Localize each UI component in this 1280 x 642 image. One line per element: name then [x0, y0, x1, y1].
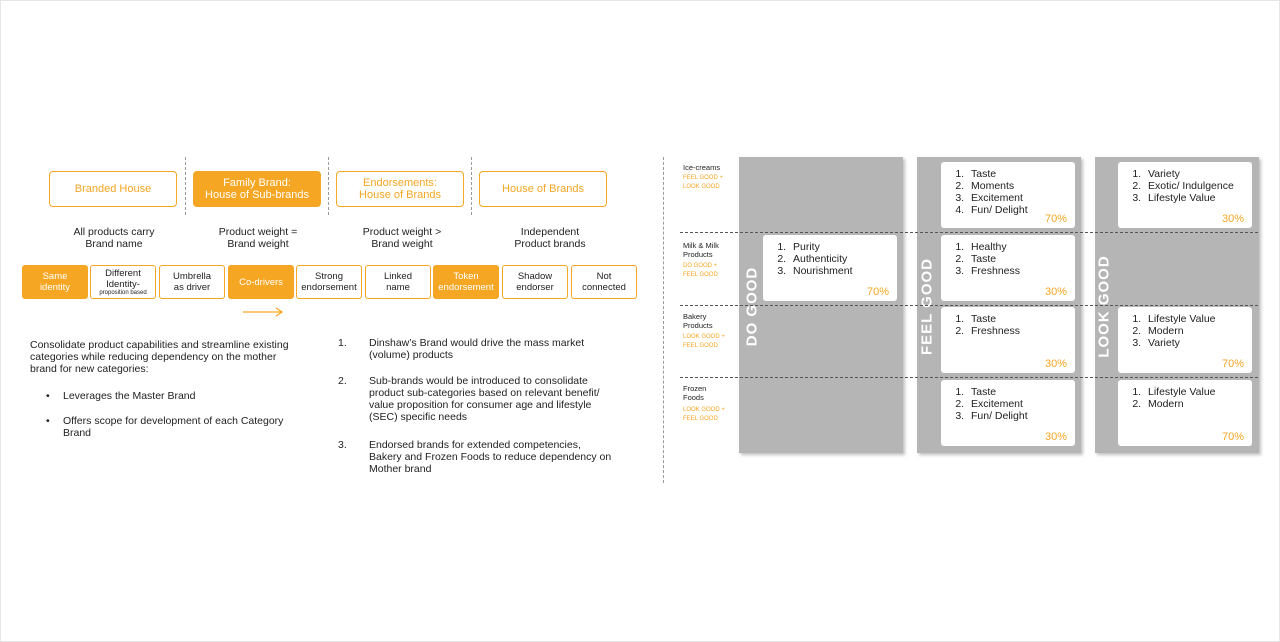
row-label-ice-creams: Ice-creams: [683, 163, 721, 172]
column-label-do-good: DO GOOD: [743, 266, 761, 347]
card-bakery-look-good: Lifestyle ValueModernVariety 70%: [1118, 307, 1252, 373]
card-bakery-feel-good: TasteFreshness 30%: [941, 307, 1075, 373]
separator-line: [185, 157, 186, 215]
percentage-label: 70%: [866, 286, 889, 298]
column-label-feel-good: FEEL GOOD: [918, 257, 936, 356]
row-benefit-bakery: LOOK GOOD +FEEL GOOD: [683, 334, 725, 349]
list-item: Endorsed brands for extended competencie…: [369, 439, 612, 475]
header-family-brand: Family Brand:House of Sub-brands: [193, 171, 321, 207]
card-milk-do-good: PurityAuthenticityNourishment 70%: [763, 235, 897, 301]
percentage-label: 30%: [1044, 358, 1067, 370]
list-item: Dinshaw’s Brand would drive the mass mar…: [369, 337, 585, 361]
arrow-right-icon: [243, 307, 284, 317]
row-divider: [680, 305, 1258, 306]
bullet-item: • Leverages the Master Brand: [46, 390, 196, 402]
row-divider: [680, 232, 1258, 233]
list-item: Sub-brands would be introduced to consol…: [369, 375, 600, 423]
percentage-label: 70%: [1044, 213, 1067, 225]
card-frozen-look-good: Lifestyle ValueModern 70%: [1118, 380, 1252, 446]
header-branded-house: Branded House: [49, 171, 177, 207]
percentage-label: 30%: [1044, 431, 1067, 443]
row-benefit-ice-creams: FEEL GOOD +LOOK GOOD: [683, 175, 723, 190]
card-ice-creams-feel-good: TasteMomentsExcitementFun/ Delight 70%: [941, 162, 1075, 228]
strategy-paragraph: Consolidate product capabilities and str…: [30, 339, 289, 375]
caption-family-brand: Product weight =Brand weight: [218, 226, 298, 250]
list-number: 3.: [338, 439, 347, 451]
percentage-label: 70%: [1221, 431, 1244, 443]
caption-endorsements: Product weight >Brand weight: [362, 226, 442, 250]
percentage-label: 30%: [1221, 213, 1244, 225]
card-frozen-feel-good: TasteExcitementFun/ Delight 30%: [941, 380, 1075, 446]
row-divider: [680, 377, 1258, 378]
separator-line: [328, 157, 329, 215]
list-number: 2.: [338, 375, 347, 387]
percentage-label: 70%: [1221, 358, 1244, 370]
card-milk-feel-good: HealthyTasteFreshness 30%: [941, 235, 1075, 301]
spectrum-co-drivers: Co-drivers: [228, 265, 294, 299]
card-ice-creams-look-good: VarietyExotic/ IndulgenceLifestyle Value…: [1118, 162, 1252, 228]
column-label-look-good: LOOK GOOD: [1095, 255, 1113, 358]
row-benefit-milk: DO GOOD +FEEL GOOD: [683, 263, 718, 278]
header-endorsements: Endorsements:House of Brands: [336, 171, 464, 207]
bullet-item: • Offers scope for development of each C…: [46, 415, 284, 439]
header-house-of-brands: House of Brands: [479, 171, 607, 207]
percentage-label: 30%: [1044, 286, 1067, 298]
list-number: 1.: [338, 337, 347, 349]
section-divider: [663, 157, 664, 483]
row-benefit-frozen: LOOK GOOD +FEEL GOOD: [683, 407, 725, 422]
separator-line: [471, 157, 472, 215]
